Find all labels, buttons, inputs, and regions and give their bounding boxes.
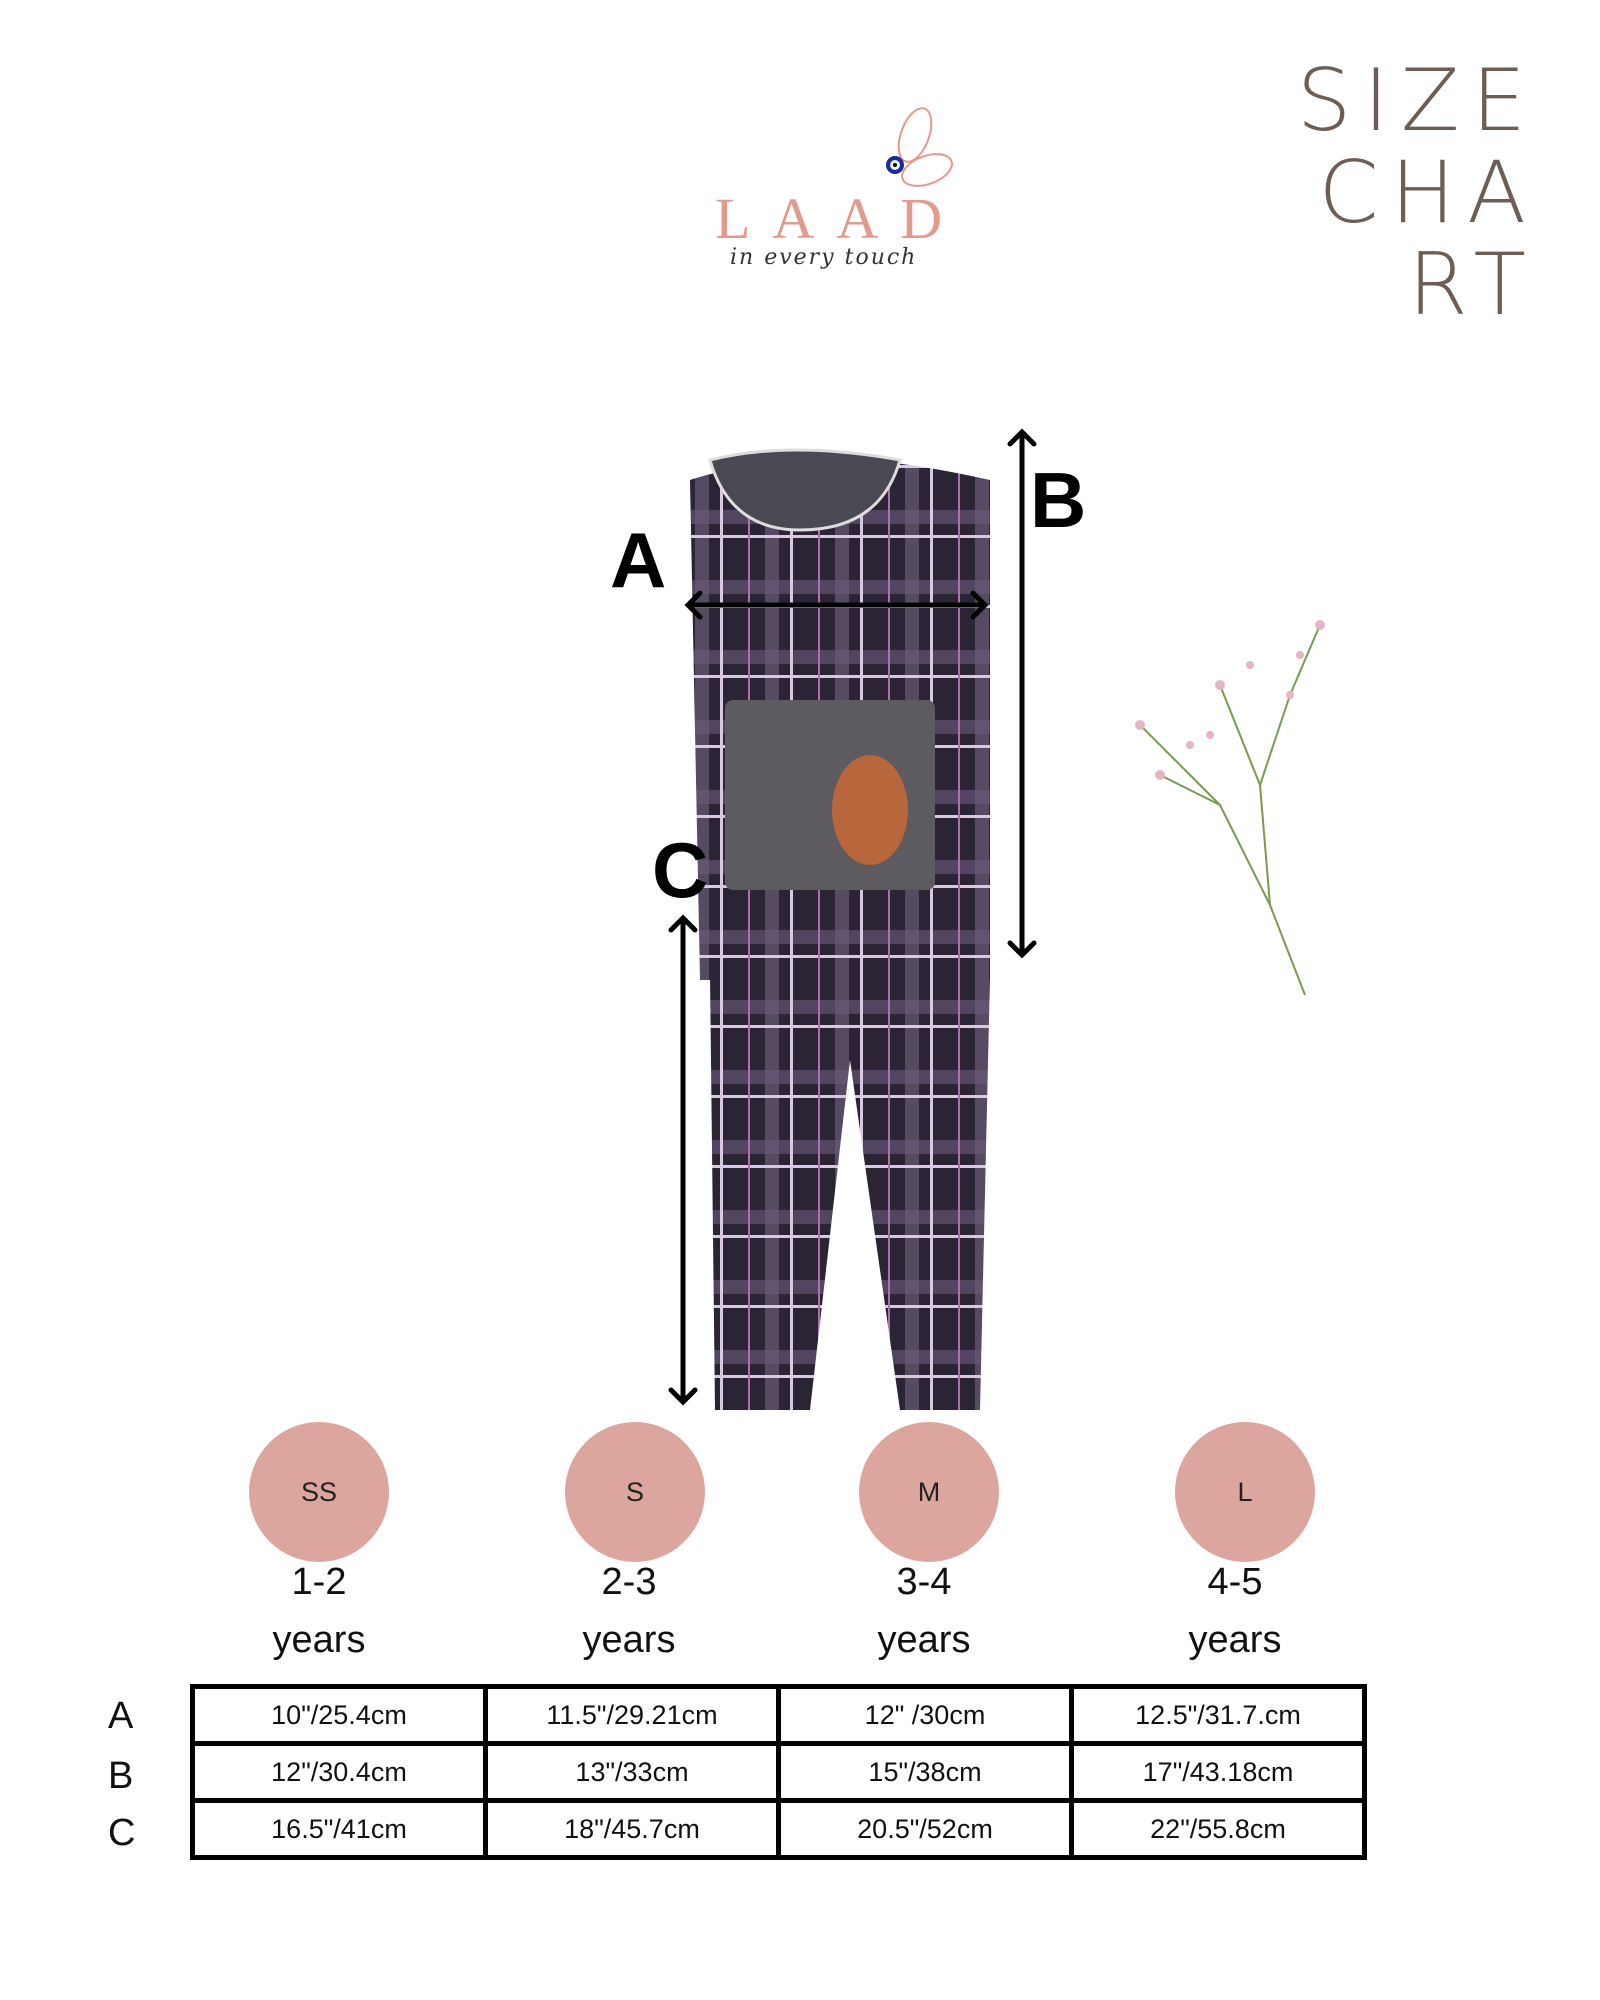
butterfly-icon	[886, 107, 953, 187]
age-unit: years	[877, 1619, 971, 1661]
table-row: 10"/25.4cm 11.5"/29.21cm 12" /30cm 12.5"…	[190, 1684, 1367, 1746]
table-cell: 15"/38cm	[776, 1741, 1074, 1803]
size-badge-s: S	[565, 1422, 705, 1562]
table-cell: 11.5"/29.21cm	[483, 1684, 781, 1746]
age-range: 1-2 years	[219, 1553, 419, 1669]
row-label-b: B	[108, 1755, 134, 1797]
table-cell: 22"/55.8cm	[1069, 1798, 1367, 1860]
age-unit: years	[1188, 1619, 1282, 1661]
age-value: 4-5	[1207, 1561, 1263, 1603]
arrow-a	[684, 590, 989, 620]
size-table: 10"/25.4cm 11.5"/29.21cm 12" /30cm 12.5"…	[190, 1684, 1367, 1860]
age-value: 1-2	[291, 1561, 347, 1603]
title-line: RT	[1407, 235, 1538, 335]
page-title: SIZE CHA RT	[1238, 55, 1538, 331]
outfit-image	[690, 448, 990, 1410]
size-badge-ss: SS	[249, 1422, 389, 1562]
size-badge-l: L	[1175, 1422, 1315, 1562]
age-value: 2-3	[601, 1561, 657, 1603]
age-range: 4-5 years	[1135, 1553, 1335, 1669]
arrow-b	[1007, 428, 1037, 959]
size-badge-m: M	[859, 1422, 999, 1562]
table-cell: 16.5"/41cm	[190, 1798, 488, 1860]
table-cell: 13"/33cm	[483, 1741, 781, 1803]
title-line: CHA	[1318, 143, 1538, 243]
table-cell: 12" /30cm	[776, 1684, 1074, 1746]
table-cell: 12"/30.4cm	[190, 1741, 488, 1803]
flower-icon	[1135, 620, 1325, 996]
measurement-label-c: C	[652, 826, 709, 914]
table-cell: 10"/25.4cm	[190, 1684, 488, 1746]
age-range: 2-3 years	[529, 1553, 729, 1669]
table-cell: 20.5"/52cm	[776, 1798, 1074, 1860]
table-row: 12"/30.4cm 13"/33cm 15"/38cm 17"/43.18cm	[190, 1741, 1367, 1803]
arrow-c	[668, 914, 698, 1406]
table-cell: 12.5"/31.7.cm	[1069, 1684, 1367, 1746]
age-unit: years	[582, 1619, 676, 1661]
table-row: 16.5"/41cm 18"/45.7cm 20.5"/52cm 22"/55.…	[190, 1798, 1367, 1860]
measurement-arrows	[668, 428, 1037, 1406]
age-unit: years	[272, 1619, 366, 1661]
measurement-label-b: B	[1030, 456, 1087, 544]
logo-wordmark: LAAD	[715, 186, 965, 251]
age-value: 3-4	[896, 1561, 952, 1603]
brand-logo: LAAD in every touch	[715, 105, 965, 290]
age-range: 3-4 years	[824, 1553, 1024, 1669]
measurement-label-a: A	[610, 516, 667, 604]
table-cell: 17"/43.18cm	[1069, 1741, 1367, 1803]
row-label-a: A	[108, 1695, 134, 1737]
table-cell: 18"/45.7cm	[483, 1798, 781, 1860]
title-line: SIZE	[1296, 51, 1538, 151]
row-label-c: C	[108, 1812, 136, 1854]
logo-tagline: in every touch	[730, 245, 918, 270]
